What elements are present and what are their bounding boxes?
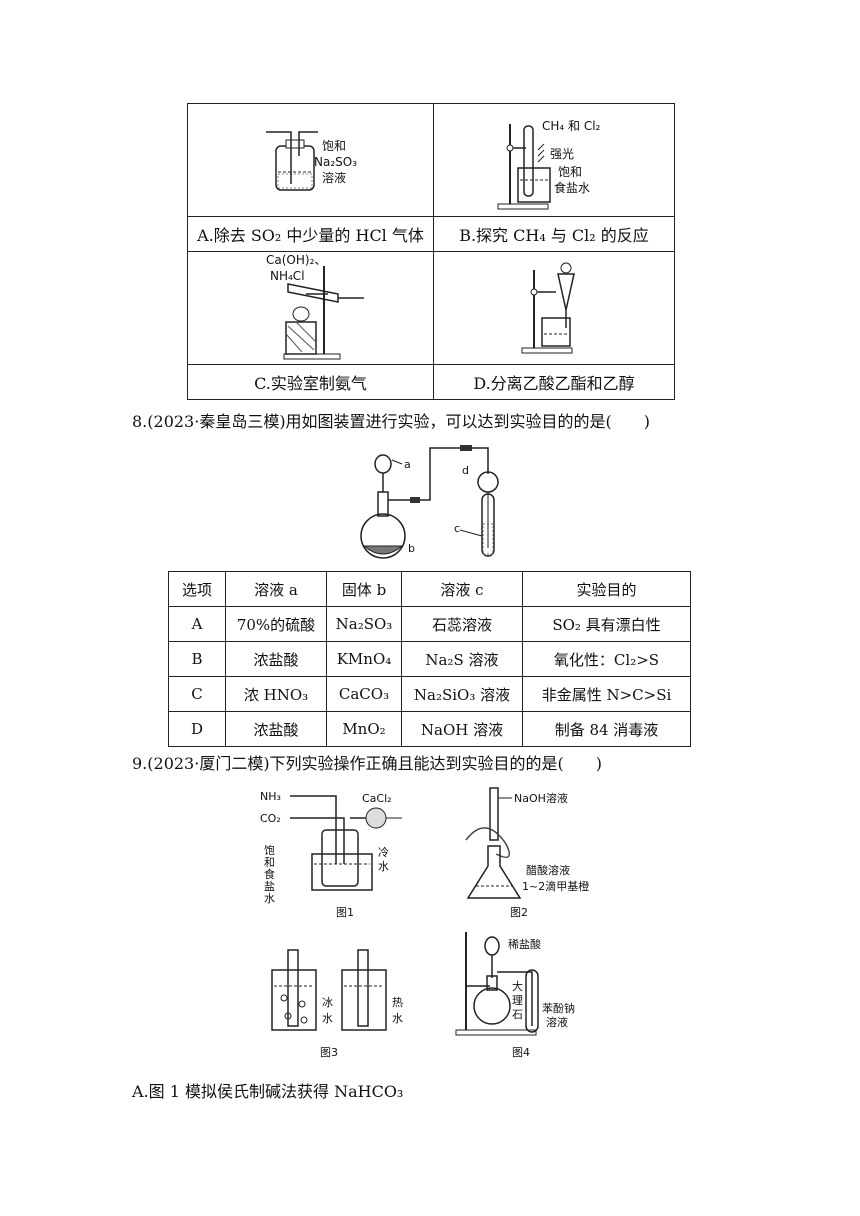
fig-a-label-3: 溶液 <box>322 170 346 185</box>
q7-figure-b: CH₄ 和 Cl₂ 强光 饱和 食盐水 <box>433 103 675 217</box>
q9-figure-1: NH₃ CO₂ CaCl₂ 饱 和 食 盐 水 冷 水 图1 <box>260 790 402 919</box>
table-row: A 70%的硫酸 Na₂SO₃ 石蕊溶液 SO₂ 具有漂白性 <box>168 606 691 642</box>
table-cell: SO₂ 具有漂白性 <box>522 606 691 642</box>
fig-b-label-4: 食盐水 <box>554 180 590 195</box>
fig1-char: 饱 <box>264 843 275 857</box>
fig4-solution: 溶液 <box>546 1015 568 1029</box>
q7-figure-d <box>433 251 675 365</box>
fig4-hcl: 稀盐酸 <box>508 937 541 951</box>
fig3-char: 水 <box>322 1012 333 1025</box>
solid-b <box>362 545 404 555</box>
fig2-acid: 醋酸溶液 <box>526 863 570 877</box>
fig4-char: 理 <box>512 994 523 1007</box>
header-cell: 溶液 a <box>225 571 327 607</box>
fig4-phenolate: 苯酚钠 <box>542 1001 575 1015</box>
table-cell: C <box>168 676 226 712</box>
table-cell: 浓 HNO₃ <box>225 676 327 712</box>
fig3-caption: 图3 <box>320 1046 338 1059</box>
table-cell: MnO₂ <box>326 711 402 747</box>
hand <box>465 827 511 859</box>
table-row: C 浓 HNO₃ CaCO₃ Na₂SiO₃ 溶液 非金属性 N>C>Si <box>168 676 691 712</box>
dropping-funnel <box>374 454 392 474</box>
table-cell: D <box>168 711 226 747</box>
gas-washing-bottle-figure: 饱和 Na₂SO₃ 溶液 <box>266 131 357 191</box>
table-cell: 氧化性：Cl₂>S <box>522 641 691 677</box>
q9-figure-3: 冰 水 热 水 图3 <box>271 949 403 1059</box>
q7-figure-a: 饱和 Na₂SO₃ 溶液 <box>187 103 434 217</box>
label-b: b <box>408 542 415 555</box>
table-cell: 70%的硫酸 <box>225 606 327 642</box>
label-c: c <box>454 522 460 535</box>
fig1-nh3: NH₃ <box>260 790 281 803</box>
table-cell: 浓盐酸 <box>225 711 327 747</box>
fig-a-label-1: 饱和 <box>322 138 346 153</box>
q8-apparatus-figure: a b d c <box>360 445 499 559</box>
fig-a-label-2: Na₂SO₃ <box>314 155 357 169</box>
fig1-char: 水 <box>378 860 389 873</box>
header-cell: 固体 b <box>326 571 402 607</box>
table-cell: 非金属性 N>C>Si <box>522 676 691 712</box>
fig1-char: 和 <box>264 856 275 869</box>
fig4-char: 石 <box>512 1008 523 1021</box>
fig-b-label-3: 饱和 <box>558 164 582 179</box>
fig1-caption: 图1 <box>336 906 354 919</box>
q9-option-a: A.图 1 模拟侯氏制碱法获得 NaHCO₃ <box>132 1082 404 1101</box>
table-row: D 浓盐酸 MnO₂ NaOH 溶液 制备 84 消毒液 <box>168 711 691 747</box>
fig1-char: 盐 <box>264 880 275 893</box>
separatory-funnel-figure <box>521 262 575 354</box>
fig-b-label-1: CH₄ 和 Cl₂ <box>542 119 601 133</box>
table-cell: Na₂S 溶液 <box>401 641 523 677</box>
burette <box>489 787 499 841</box>
fig3-char: 水 <box>392 1012 403 1025</box>
table-cell: Na₂SO₃ <box>326 606 402 642</box>
q7-option-a-label: A.除去 SO₂ 中少量的 HCl 气体 <box>187 216 434 252</box>
ammonia-preparation-figure: Ca(OH)₂、 NH₄Cl <box>266 253 364 360</box>
q7-option-d-label: D.分离乙酸乙酯和乙醇 <box>433 364 675 400</box>
fig1-char: 食 <box>264 867 275 881</box>
fig1-cacl2: CaCl₂ <box>362 792 392 805</box>
fig2-indicator: 1~2滴甲基橙 <box>522 879 589 893</box>
table-cell: A <box>168 606 226 642</box>
q9-figure-4: 稀盐酸 大 理 石 苯酚钠 溶液 图4 <box>455 932 575 1059</box>
table-cell: CaCO₃ <box>326 676 402 712</box>
header-cell: 选项 <box>168 571 226 607</box>
fig4-char: 大 <box>512 979 523 993</box>
table-cell: B <box>168 641 226 677</box>
fig-b-label-2: 强光 <box>550 147 574 161</box>
q7-options-table: 饱和 Na₂SO₃ 溶液 CH₄ 和 <box>187 103 675 400</box>
q8-stem: 8.(2023·秦皇岛三模)用如图装置进行实验，可以达到实验目的的是( ) <box>132 412 651 431</box>
fig4-caption: 图4 <box>512 1046 530 1059</box>
q7-option-b-label: B.探究 CH₄ 与 Cl₂ 的反应 <box>433 216 675 252</box>
drying-tube <box>365 807 387 829</box>
table-cell: 石蕊溶液 <box>401 606 523 642</box>
fig3-char: 热 <box>392 996 403 1009</box>
fig2-caption: 图2 <box>510 906 528 919</box>
q8-options-table: 选项 溶液 a 固体 b 溶液 c 实验目的 A 70%的硫酸 Na₂SO₃ 石… <box>168 571 691 747</box>
label-d: d <box>462 464 469 477</box>
fig-c-label-2: NH₄Cl <box>270 269 305 283</box>
header-cell: 实验目的 <box>522 571 691 607</box>
fig1-char: 冷 <box>378 846 389 859</box>
table-cell: NaOH 溶液 <box>401 711 523 747</box>
table-cell: 浓盐酸 <box>225 641 327 677</box>
table-cell: KMnO₄ <box>326 641 402 677</box>
fig-c-label-1: Ca(OH)₂、 <box>266 253 326 267</box>
q7-figure-c: Ca(OH)₂、 NH₄Cl <box>187 251 434 365</box>
fig1-co2: CO₂ <box>260 812 281 825</box>
fig1-char: 水 <box>264 892 275 905</box>
table-cell: Na₂SiO₃ 溶液 <box>401 676 523 712</box>
q9-stem: 9.(2023·厦门二模)下列实验操作正确且能达到实验目的的是( ) <box>132 754 603 773</box>
q7-option-c-label: C.实验室制氨气 <box>187 364 434 400</box>
q9-figure-2: NaOH溶液 醋酸溶液 1~2滴甲基橙 图2 <box>465 787 589 919</box>
header-cell: 溶液 c <box>401 571 523 607</box>
methane-chlorine-figure: CH₄ 和 Cl₂ 强光 饱和 食盐水 <box>497 119 601 210</box>
table-header-row: 选项 溶液 a 固体 b 溶液 c 实验目的 <box>168 571 691 607</box>
table-row: B 浓盐酸 KMnO₄ Na₂S 溶液 氧化性：Cl₂>S <box>168 641 691 677</box>
fig3-char: 冰 <box>322 996 333 1009</box>
fig2-naoh: NaOH溶液 <box>514 791 568 805</box>
label-a: a <box>404 458 411 471</box>
table-cell: 制备 84 消毒液 <box>522 711 691 747</box>
